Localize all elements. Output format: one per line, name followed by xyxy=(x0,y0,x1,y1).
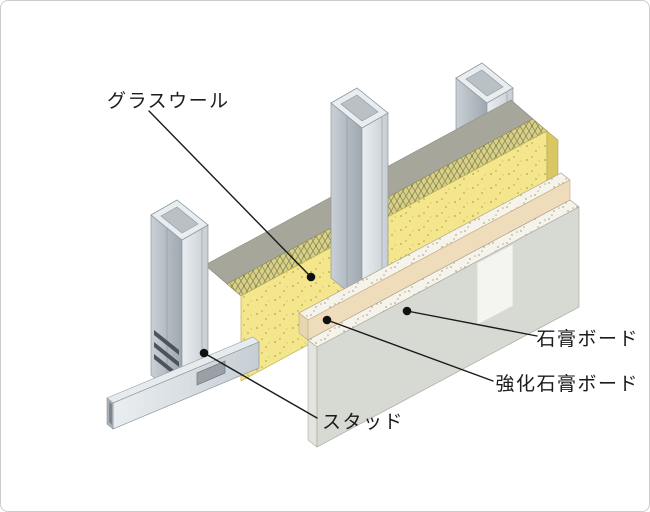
leader-line-stud xyxy=(203,352,318,419)
marker-dot-gypsum-board xyxy=(402,306,412,316)
label-reinforced-gypsum-board: 強化石膏ボード xyxy=(495,373,639,395)
gypsum-board xyxy=(307,199,580,448)
gypsum-board-end-face xyxy=(307,339,318,448)
label-stud: スタッド xyxy=(322,411,405,433)
leader-line-glasswool xyxy=(148,110,312,278)
stud-louver-slot xyxy=(154,342,179,367)
track-end-cavity xyxy=(109,402,112,425)
stud-louver-slot xyxy=(154,330,179,355)
label-gypsum-board: 石膏ボード xyxy=(536,328,639,350)
board-label-patch xyxy=(476,243,514,326)
track-knockout xyxy=(196,360,226,386)
leader-line-gypsum-board xyxy=(406,310,538,337)
leader-line-reinforced-board xyxy=(326,319,494,382)
marker-dots xyxy=(199,272,412,358)
marker-dot-glasswool xyxy=(306,272,316,282)
stud-front-channel-cavity xyxy=(160,206,199,234)
leader-lines xyxy=(148,110,538,419)
label-glasswool: グラスウール xyxy=(107,90,230,112)
gypsum-board-face xyxy=(316,206,580,448)
marker-dot-stud xyxy=(199,348,209,358)
marker-dot-reinforced-board xyxy=(322,315,332,325)
stud-middle xyxy=(330,87,389,304)
stud-front xyxy=(150,199,209,401)
stud-middle-channel-cavity xyxy=(340,94,379,122)
stud-rear-channel-cavity xyxy=(465,69,504,97)
